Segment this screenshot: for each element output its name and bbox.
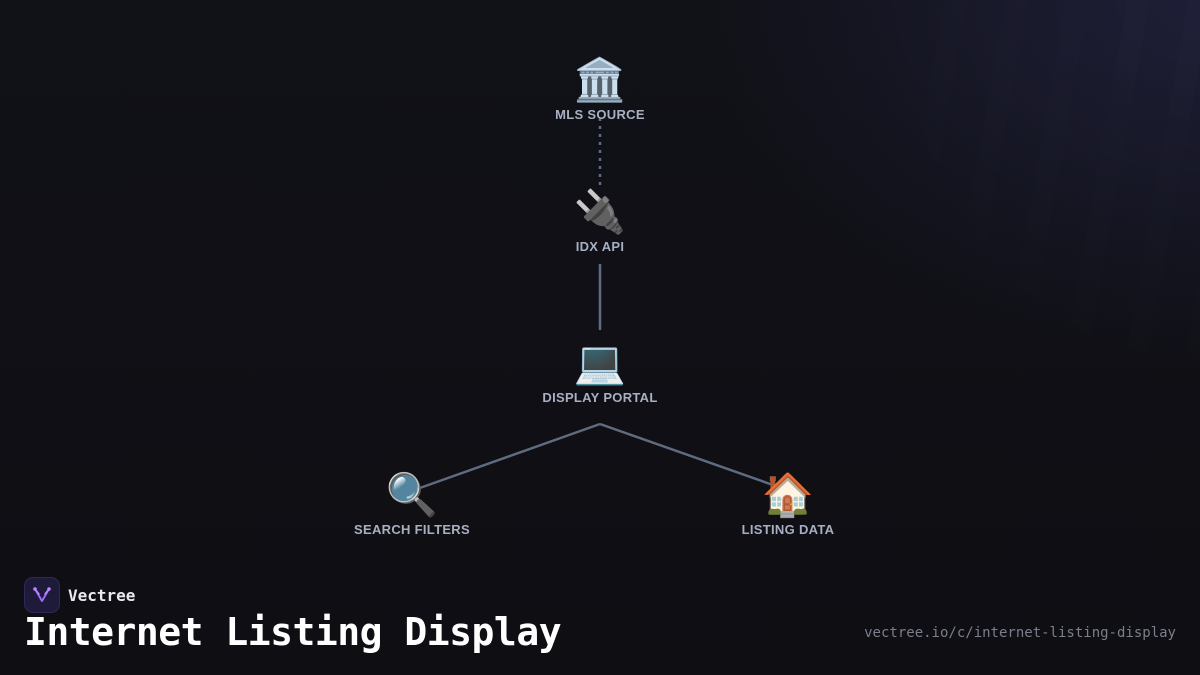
vectree-logo-icon <box>24 577 60 613</box>
page-url: vectree.io/c/internet-listing-display <box>864 625 1176 641</box>
plug-icon: 🔌 <box>573 187 627 236</box>
node-mls-source: 🏛️ MLS SOURCE <box>500 55 700 122</box>
laptop-icon: 💻 <box>573 338 627 387</box>
brand: Vectree <box>24 577 135 613</box>
node-search-filters: 🔍 SEARCH FILTERS <box>312 470 512 537</box>
edge-portal-to-search <box>416 422 601 491</box>
magnifier-icon: 🔍 <box>385 470 439 519</box>
page-title: Internet Listing Display <box>24 610 562 654</box>
node-label: MLS SOURCE <box>555 107 645 122</box>
node-label: SEARCH FILTERS <box>354 522 470 537</box>
bank-building-icon: 🏛️ <box>573 55 627 104</box>
house-icon: 🏠 <box>761 470 815 519</box>
brand-name: Vectree <box>68 585 136 605</box>
node-idx-api: 🔌 IDX API <box>500 187 700 254</box>
node-display-portal: 💻 DISPLAY PORTAL <box>500 338 700 405</box>
background-rays <box>640 0 1200 675</box>
edge-portal-to-listing <box>599 422 774 487</box>
node-listing-data: 🏠 LISTING DATA <box>688 470 888 537</box>
node-label: DISPLAY PORTAL <box>542 390 658 405</box>
node-label: LISTING DATA <box>741 522 835 537</box>
node-label: IDX API <box>575 239 625 254</box>
